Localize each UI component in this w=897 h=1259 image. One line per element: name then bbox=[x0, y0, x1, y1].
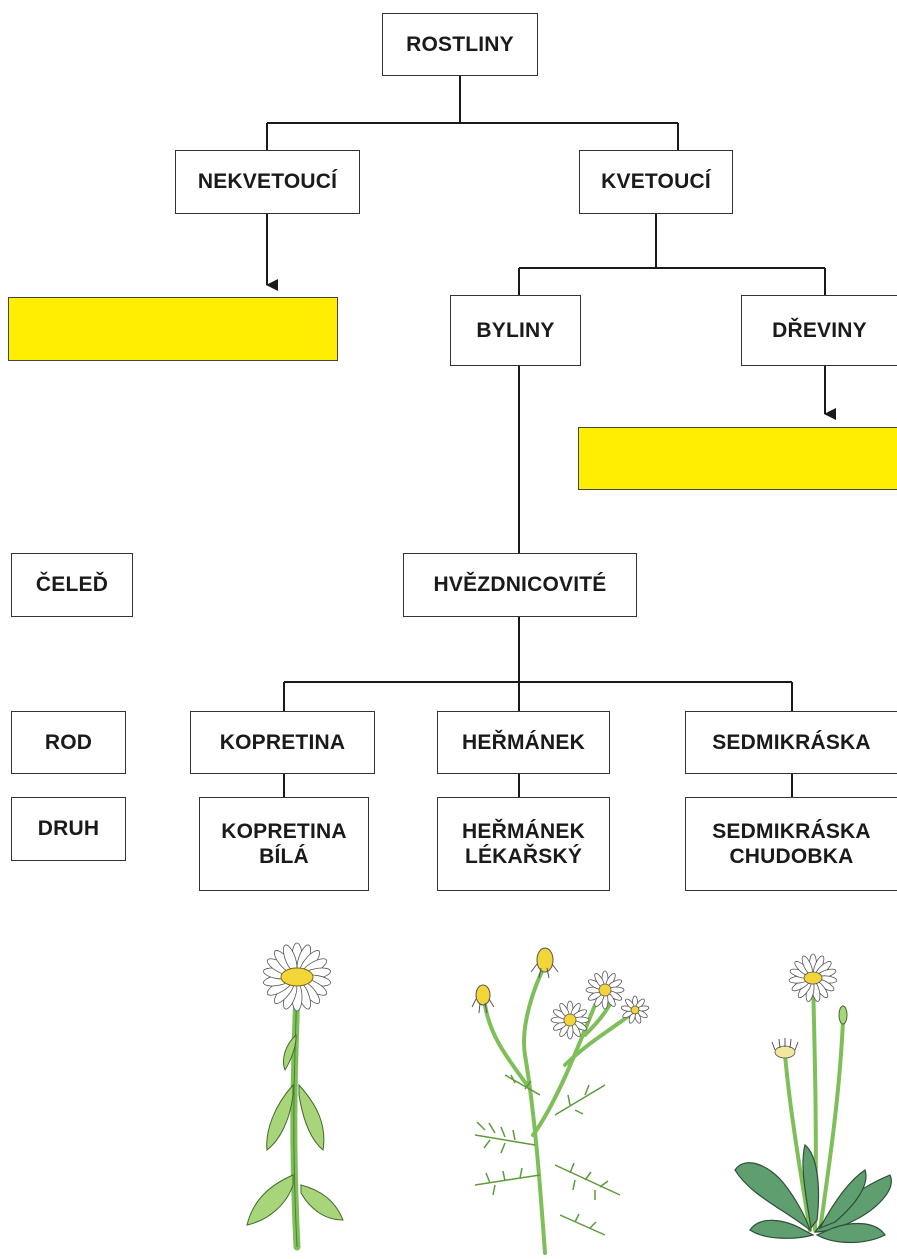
woody-answer-blank[interactable] bbox=[578, 427, 897, 490]
genus-label-2: HEŘMÁNEK bbox=[462, 730, 585, 754]
genus-box-2: HEŘMÁNEK bbox=[437, 711, 610, 774]
species-box-3: SEDMIKRÁSKA CHUDOBKA bbox=[685, 797, 897, 891]
flowering-connector bbox=[518, 214, 826, 295]
rank-genus-box: ROD bbox=[11, 711, 126, 774]
common-daisy-illustration bbox=[734, 953, 892, 1244]
species-box-1: KOPRETINA BÍLÁ bbox=[199, 797, 369, 891]
chamomile-illustration bbox=[471, 947, 650, 1255]
rank-species-box: DRUH bbox=[11, 797, 126, 861]
root-label: ROSTLINY bbox=[406, 32, 514, 56]
herbs-label: BYLINY bbox=[476, 318, 555, 342]
nonflowering-box: NEKVETOUCÍ bbox=[175, 150, 360, 214]
nonflowering-label: NEKVETOUCÍ bbox=[197, 170, 338, 194]
genus-box-1: KOPRETINA bbox=[190, 711, 375, 774]
genus-box-3: SEDMIKRÁSKA bbox=[685, 711, 897, 774]
rank-family-label: ČELEĎ bbox=[35, 573, 109, 597]
herbs-box: BYLINY bbox=[450, 295, 581, 366]
species-box-2: HEŘMÁNEK LÉKAŘSKÝ bbox=[437, 797, 610, 891]
oxeye-daisy-illustration bbox=[246, 942, 344, 1251]
rank-genus-label: ROD bbox=[44, 730, 93, 754]
family-connector bbox=[283, 617, 793, 711]
genus-species-links bbox=[283, 774, 793, 797]
root-box: ROSTLINY bbox=[382, 13, 538, 76]
species-label-2: HEŘMÁNEK LÉKAŘSKÝ bbox=[462, 819, 585, 868]
nonflowering-answer-blank[interactable] bbox=[8, 297, 338, 361]
flowering-label: KVETOUCÍ bbox=[601, 170, 711, 194]
woody-label: DŘEVINY bbox=[772, 318, 867, 342]
root-connector bbox=[266, 76, 679, 150]
woody-box: DŘEVINY bbox=[741, 295, 897, 366]
species-label-1: KOPRETINA BÍLÁ bbox=[221, 819, 347, 868]
genus-label-3: SEDMIKRÁSKA bbox=[712, 730, 871, 754]
rank-species-label: DRUH bbox=[37, 817, 100, 841]
rank-family-box: ČELEĎ bbox=[11, 553, 133, 617]
family-box: HVĚZDNICOVITÉ bbox=[403, 553, 637, 617]
flowering-box: KVETOUCÍ bbox=[579, 150, 733, 214]
species-label-3: SEDMIKRÁSKA CHUDOBKA bbox=[712, 819, 871, 868]
genus-label-1: KOPRETINA bbox=[219, 730, 346, 754]
family-label: HVĚZDNICOVITÉ bbox=[433, 573, 607, 597]
